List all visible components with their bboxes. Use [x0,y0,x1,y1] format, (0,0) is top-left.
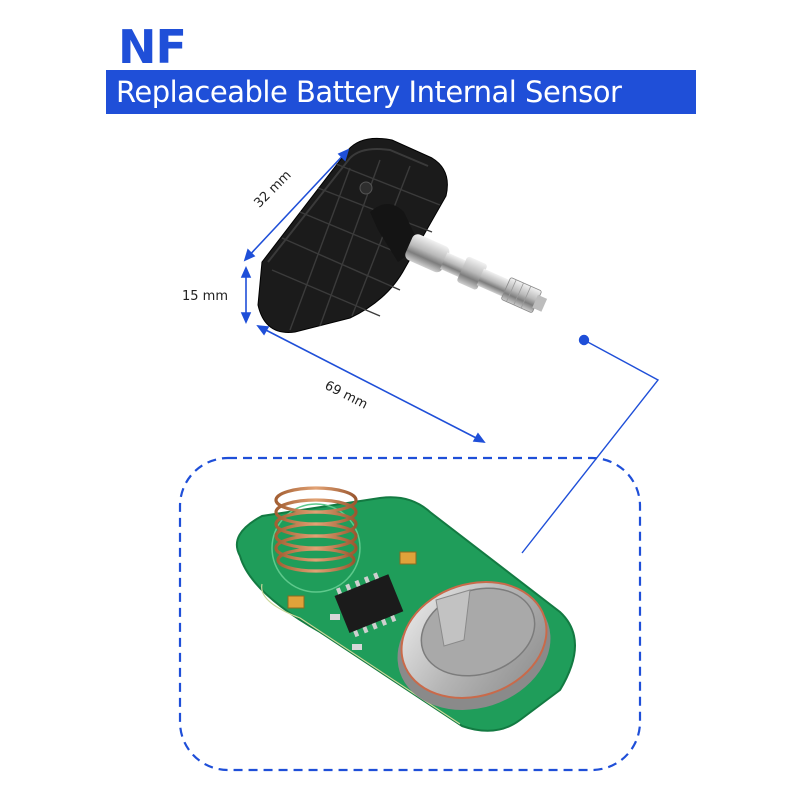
tpms-sensor [257,137,548,333]
coil-antenna [274,486,358,573]
circuit-board [235,486,576,732]
callout-connector [521,334,660,554]
dashed-callout-frame [178,456,642,772]
dimension-arrows [240,148,486,443]
dimension-height-label: 15 mm [182,289,229,304]
product-subtitle-banner: Replaceable Battery Internal Sensor [106,70,696,114]
product-code-title: NF [118,20,187,74]
